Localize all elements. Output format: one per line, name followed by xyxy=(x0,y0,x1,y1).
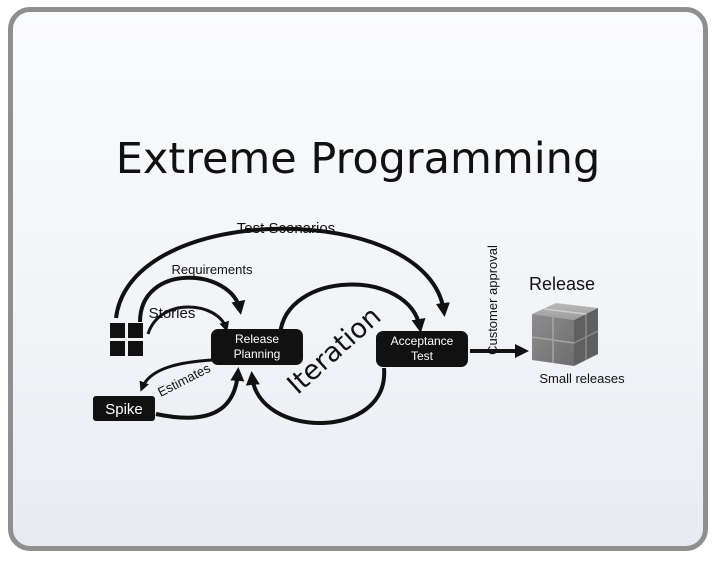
requirements-arrow xyxy=(138,275,246,323)
test-scenarios-arrow xyxy=(114,226,450,319)
release-cube-icon xyxy=(531,303,599,366)
slide-frame xyxy=(8,7,708,551)
requirements-label: Requirements xyxy=(172,262,253,277)
spike-label: Spike xyxy=(105,401,143,418)
estimates-label: Estimates xyxy=(155,360,213,400)
estimates-arrow xyxy=(139,358,213,392)
stories-label: Stories xyxy=(149,305,196,322)
stories-arrow xyxy=(146,305,230,335)
acceptance-test-line-1: Acceptance xyxy=(391,334,454,348)
page-title: Extreme Programming xyxy=(116,134,601,184)
iteration-forward-arrow xyxy=(278,282,426,336)
iteration-return-arrow xyxy=(245,367,387,425)
spike-node: Spike xyxy=(93,396,155,421)
test-scenarios-label: Test Scenarios xyxy=(237,220,335,237)
release-label: Release xyxy=(529,274,595,294)
acceptance-test-line-2: Test xyxy=(411,349,434,363)
acceptance-test-node: Acceptance Test xyxy=(376,331,468,367)
small-releases-label: Small releases xyxy=(539,371,625,386)
stories-icon xyxy=(110,323,143,356)
spike-to-planning-arrow xyxy=(155,367,245,420)
release-planning-node: Release Planning xyxy=(211,329,303,365)
release-planning-line-1: Release xyxy=(235,332,279,346)
release-planning-line-2: Planning xyxy=(234,347,281,361)
customer-approval-label: Customer approval xyxy=(485,245,500,355)
